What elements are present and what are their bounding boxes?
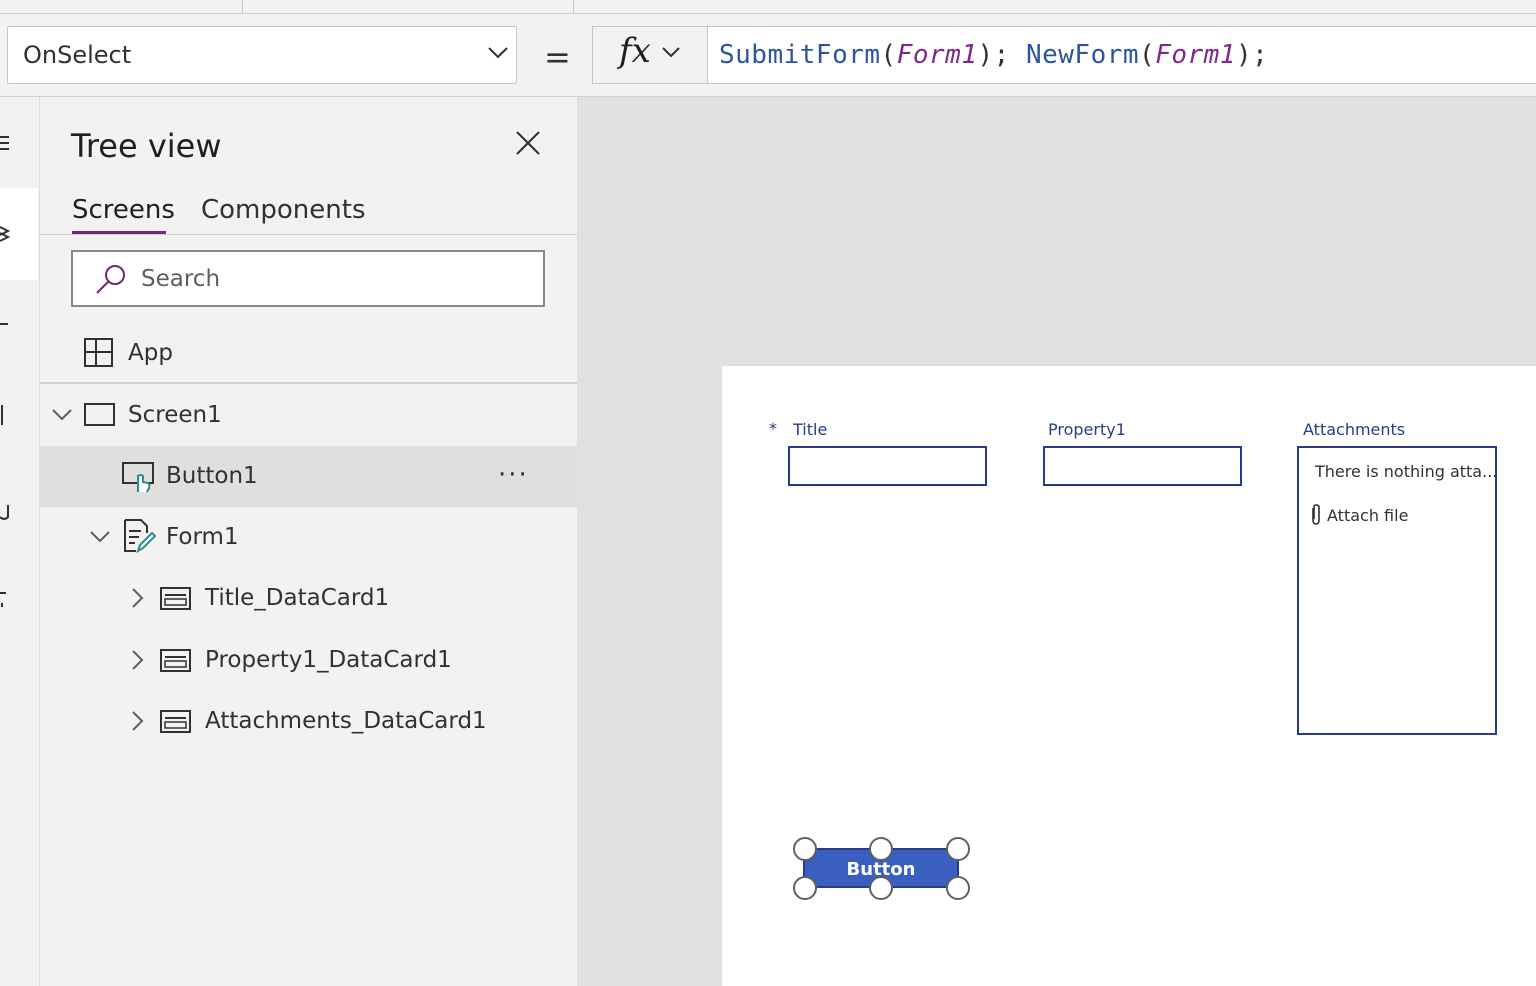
title-field-label: Title [793,420,828,439]
equals-sign: = [544,38,571,76]
tree-item-title-datacard1[interactable]: Title_DataCard1 [40,568,577,629]
resize-handle[interactable] [869,837,893,861]
hamburger-icon[interactable] [0,133,10,153]
canvas-button-label: Button [846,859,916,880]
property1-input[interactable] [1043,446,1242,486]
property-dropdown-value: OnSelect [23,41,132,69]
tree-view-title: Tree view [71,127,222,165]
insert-icon[interactable] [0,319,10,329]
chevron-down-icon [488,47,508,59]
resize-handle[interactable] [869,876,893,900]
chevron-right-icon[interactable] [132,711,144,731]
paperclip-icon [1312,504,1320,525]
tree-item-form1[interactable]: Form1 [40,507,577,568]
tree-item-property1-datacard1[interactable]: Property1_DataCard1 [40,630,577,691]
formula-function: SubmitForm [719,40,881,70]
tree-item-button1[interactable]: Button1 ··· [40,446,577,507]
fx-button[interactable]: fx [592,26,708,84]
form-icon [124,519,156,553]
formula-punct: ); [977,40,1010,70]
advanced-tools-icon[interactable] [0,587,10,609]
formula-function: NewForm [1025,40,1140,70]
tree-item-label: Title_DataCard1 [205,585,390,611]
app-icon [84,338,113,367]
search-icon [96,265,125,294]
button-icon [122,462,154,493]
formula-input[interactable]: SubmitForm(Form1); NewForm(Form1); [707,26,1536,84]
active-tab-indicator [72,231,166,234]
formula-punct: ); [1235,40,1269,70]
search-placeholder: Search [141,266,221,292]
attachments-field-label: Attachments [1303,420,1406,439]
tree-item-attachments-datacard1[interactable]: Attachments_DataCard1 [40,691,577,752]
tree-item-app[interactable]: App [40,323,577,384]
tree-item-label: Property1_DataCard1 [205,647,452,673]
resize-handle[interactable] [793,876,817,900]
screen-icon [84,403,115,426]
datacard-icon [160,587,191,610]
tree-item-label: App [128,340,173,366]
tree-item-label: Screen1 [128,402,222,428]
resize-handle[interactable] [946,837,970,861]
property-dropdown[interactable]: OnSelect [7,26,517,84]
tabs-divider [40,234,577,235]
property1-field-label: Property1 [1048,420,1126,439]
attachments-control[interactable]: There is nothing atta... Attach file [1297,446,1497,735]
title-input[interactable] [788,446,987,486]
datacard-icon [160,649,191,672]
attachments-empty-text: There is nothing atta... [1315,462,1498,481]
tree-view-pane: Tree view Screens Components Search App … [40,97,578,986]
tree-item-label: Attachments_DataCard1 [205,708,487,734]
fx-icon: fx [619,31,651,71]
tree-item-screen1[interactable]: Screen1 [40,385,577,446]
chevron-down-icon [662,47,680,58]
rail-active-highlight [0,188,38,280]
top-strip [0,0,1536,14]
data-icon[interactable] [0,403,10,427]
strip-divider [573,0,574,13]
formula-punct: ( [1139,40,1156,70]
formula-argument: Form1 [1155,40,1236,70]
chevron-right-icon[interactable] [132,650,144,670]
layers-icon[interactable] [0,223,10,245]
formula-argument: Form1 [896,40,978,70]
tree-item-label: Button1 [166,463,258,489]
tree-divider [40,382,577,384]
tab-components[interactable]: Components [201,195,366,225]
required-marker: * [769,419,777,438]
chevron-down-icon[interactable] [52,409,72,421]
formula-punct: ( [880,40,897,70]
attach-file-link[interactable]: Attach file [1327,506,1409,525]
tab-screens[interactable]: Screens [72,195,175,225]
left-rail [0,97,40,986]
formula-bar: OnSelect = fx SubmitForm(Form1); NewForm… [0,14,1536,97]
resize-handle[interactable] [946,876,970,900]
datacard-icon [160,710,191,733]
tree-item-label: Form1 [166,524,239,550]
chevron-right-icon[interactable] [132,588,144,608]
more-options-icon[interactable]: ··· [498,460,529,490]
strip-divider [242,0,243,13]
search-input[interactable]: Search [71,250,545,307]
close-icon[interactable] [512,127,544,159]
formula-text: SubmitForm(Form1); NewForm(Form1); [719,40,1268,70]
media-icon[interactable] [0,501,10,523]
resize-handle[interactable] [793,837,817,861]
chevron-down-icon[interactable] [90,531,110,543]
